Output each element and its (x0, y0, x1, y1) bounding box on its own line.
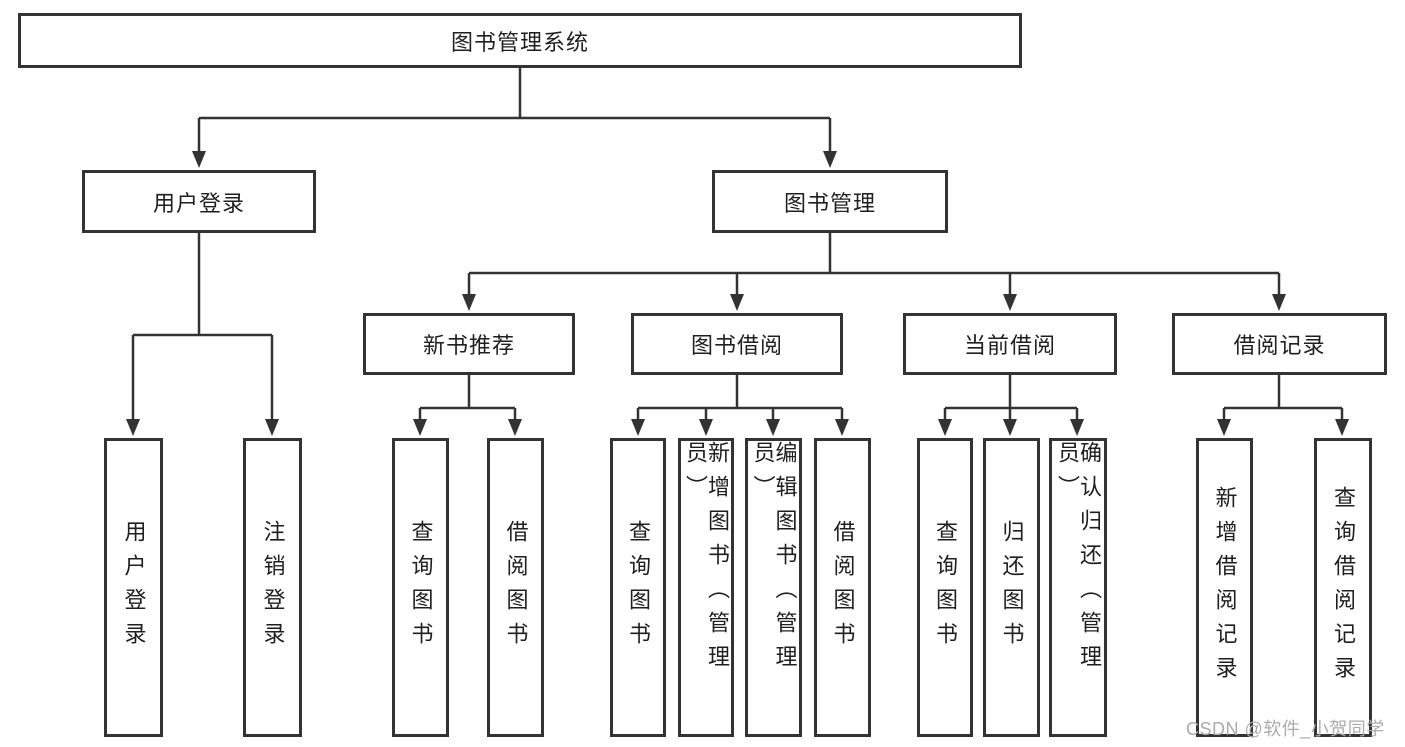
connector-current-borrow-children (938, 375, 1084, 436)
leaf-user-login: 用户登录 (104, 438, 163, 737)
connector-borrow-record-children (1217, 375, 1349, 436)
leaf-return-books: 归还图书 (983, 438, 1040, 737)
leaf-query-borrow-record: 查询借阅记录 (1314, 438, 1372, 737)
leaf-confirm-return-admin: 确认归还（管理员） (1049, 438, 1107, 737)
node-current-borrowing: 当前借阅 (903, 313, 1117, 375)
leaf-borrow-books-recommend: 借阅图书 (487, 438, 544, 737)
connector-new-book-children (413, 375, 522, 436)
node-borrow-records: 借阅记录 (1172, 313, 1387, 375)
leaf-logout: 注销登录 (243, 438, 302, 737)
node-library-management-system: 图书管理系统 (18, 13, 1022, 68)
node-user-login: 用户登录 (82, 170, 316, 233)
node-book-management: 图书管理 (712, 170, 948, 233)
leaf-add-books-admin: 新增图书（管理员） (678, 438, 734, 737)
leaf-edit-books-admin: 编辑图书（管理员） (745, 438, 802, 737)
connector-user-login-children (126, 232, 279, 436)
connector-root-to-level2 (192, 67, 837, 168)
leaf-query-books-recommend: 查询图书 (392, 438, 449, 737)
connector-book-mgmt-to-level3 (462, 233, 1286, 311)
leaf-add-borrow-record: 新增借阅记录 (1196, 438, 1253, 737)
node-book-borrowing: 图书借阅 (631, 313, 843, 375)
node-new-book-recommend: 新书推荐 (363, 313, 575, 375)
leaf-borrow-books-borrow: 借阅图书 (814, 438, 871, 737)
leaf-query-books-borrow: 查询图书 (610, 438, 666, 737)
csdn-watermark: CSDN @软件_小贺同学 (1186, 719, 1385, 739)
leaf-query-books-current: 查询图书 (917, 438, 973, 737)
connector-book-borrow-children (631, 375, 849, 436)
